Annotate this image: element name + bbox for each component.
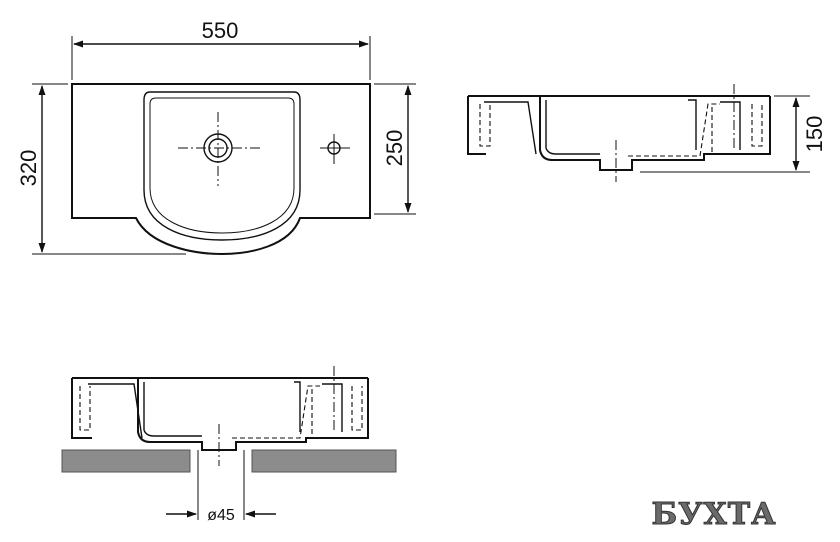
front-right-hidden	[351, 386, 363, 431]
countertop-left	[61, 449, 191, 473]
front-left-wall	[71, 378, 92, 439]
brand-logo: БУХТА	[651, 497, 776, 532]
dim-bowl-depth-label: 250	[382, 130, 407, 167]
side-right-hidden	[751, 104, 763, 147]
side-tap-cavity	[720, 101, 741, 150]
side-left-cavity	[484, 101, 537, 155]
dim-width-label: 550	[202, 18, 239, 43]
side-right-inner	[688, 99, 697, 150]
side-left-wall	[467, 96, 486, 155]
dim-height-label: 150	[802, 116, 827, 153]
side-overflow-hidden	[628, 103, 720, 157]
top-view: 550 320 250	[16, 18, 416, 256]
countertop-right	[251, 449, 397, 473]
side-bowl-profile	[539, 96, 771, 171]
front-right-inner	[294, 381, 301, 432]
front-left-hidden	[79, 386, 91, 431]
side-left-hidden	[479, 104, 491, 147]
front-bowl-profile	[137, 378, 369, 451]
side-bowl-inner	[545, 100, 600, 155]
top-view-outline	[71, 83, 371, 256]
bowl-outline	[143, 91, 301, 241]
front-overflow-hidden	[232, 385, 320, 439]
front-tap-cavity	[322, 383, 343, 432]
front-left-cavity	[88, 383, 143, 439]
dim-depth-label: 320	[16, 150, 41, 187]
front-bowl-inner	[143, 382, 202, 437]
dim-drain-label: ø45	[207, 507, 235, 524]
side-section-view: 150	[467, 84, 827, 182]
front-section-view: ø45	[61, 366, 397, 524]
bowl-inner-outline	[149, 97, 295, 234]
